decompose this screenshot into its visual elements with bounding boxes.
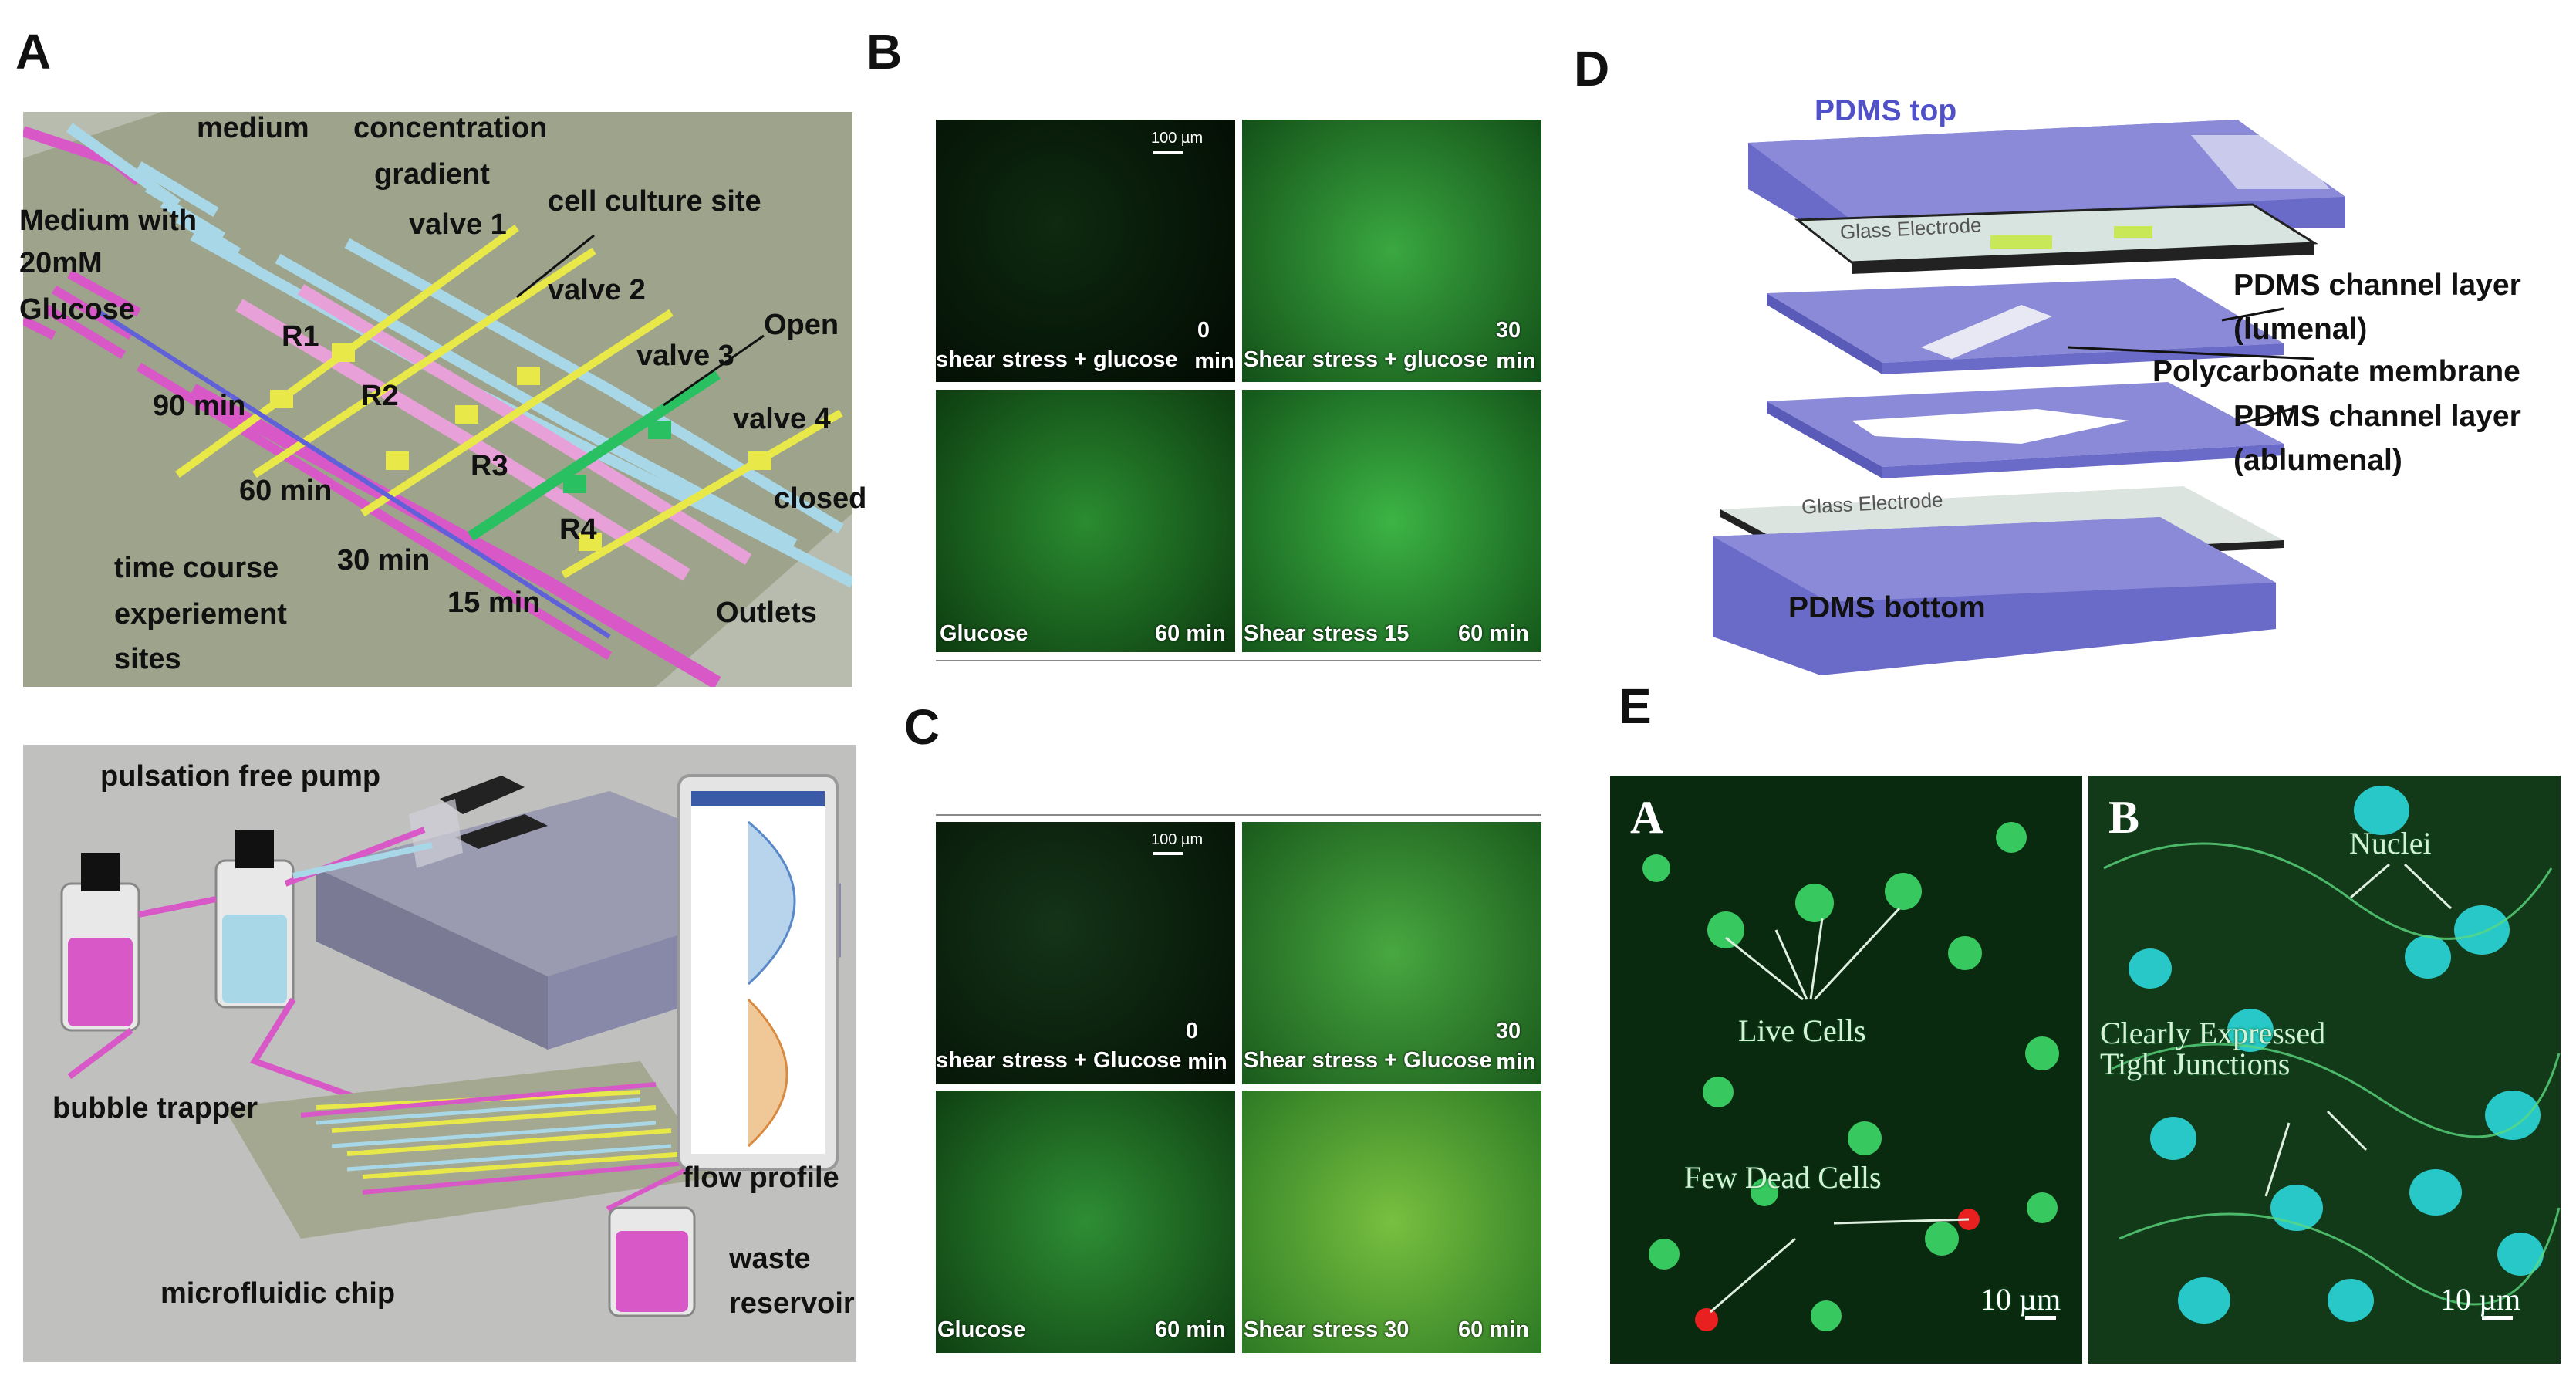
panel-c-letter: C bbox=[904, 699, 940, 755]
panel-e-letter: E bbox=[1619, 678, 1652, 734]
panel-b-letter: B bbox=[866, 24, 903, 79]
label-medium-glucose-1: Medium with bbox=[19, 205, 198, 237]
panel-b-underline bbox=[936, 660, 1541, 661]
b1-time-1: 0 bbox=[1197, 318, 1210, 343]
chip-schematic bbox=[21, 112, 856, 689]
label-open: Open bbox=[764, 309, 839, 341]
panel-e-images bbox=[1610, 776, 2561, 1364]
label-r3: R3 bbox=[471, 450, 508, 482]
scale-b-label: 100 µm bbox=[1151, 130, 1204, 147]
scale-e-b-label: 10 µm bbox=[2440, 1282, 2521, 1317]
scale-c-bar bbox=[1153, 852, 1183, 855]
e-sub-b-letter: B bbox=[2108, 792, 2140, 843]
c2-time-2: min bbox=[1496, 1050, 1536, 1074]
c2-time-1: 30 bbox=[1495, 1019, 1521, 1043]
panel-a-letter: A bbox=[15, 24, 52, 79]
label-tight-junctions-1: Clearly Expressed bbox=[2100, 1016, 2326, 1050]
label-channel-ablumenal-2: (ablumenal) bbox=[2233, 444, 2402, 477]
label-time-course-3: sites bbox=[114, 643, 181, 675]
c4-time: 60 min bbox=[1458, 1317, 1529, 1342]
c1-time-1: 0 bbox=[1185, 1019, 1199, 1043]
b2-condition: Shear stress + glucose bbox=[1244, 347, 1488, 372]
b1-condition: shear stress + glucose bbox=[936, 347, 1178, 372]
c3-condition: Glucose bbox=[937, 1317, 1026, 1342]
panel-c-grid bbox=[936, 814, 1541, 1354]
label-valve-1: valve 1 bbox=[409, 208, 507, 241]
b2-time-2: min bbox=[1496, 349, 1536, 374]
label-valve-2: valve 2 bbox=[548, 274, 646, 306]
micrograph-c3 bbox=[936, 1091, 1235, 1353]
setup-diagram bbox=[23, 745, 856, 1362]
micrograph-b2 bbox=[1242, 120, 1541, 382]
label-pdms-bottom: PDMS bottom bbox=[1788, 591, 1986, 624]
label-valve-4: valve 4 bbox=[733, 403, 831, 435]
b1-time-2: min bbox=[1194, 349, 1234, 374]
label-bubble-trapper: bubble trapper bbox=[52, 1092, 258, 1124]
b2-time-1: 30 bbox=[1495, 318, 1521, 343]
label-90-min: 90 min bbox=[153, 390, 246, 422]
label-medium-glucose-3: Glucose bbox=[19, 293, 135, 326]
fluorescence-micrographs bbox=[1610, 776, 2561, 1364]
label-channel-ablumenal-1: PDMS channel layer bbox=[2233, 400, 2521, 433]
scale-e-a-label: 10 µm bbox=[1980, 1282, 2061, 1317]
label-dead-cells: Few Dead Cells bbox=[1684, 1160, 1882, 1195]
label-medium: medium bbox=[197, 112, 309, 144]
label-pdms-top: PDMS top bbox=[1815, 94, 1957, 127]
b4-time: 60 min bbox=[1458, 621, 1529, 646]
label-membrane: Polycarbonate membrane bbox=[2152, 355, 2520, 388]
label-valve-3: valve 3 bbox=[636, 340, 734, 372]
c3-time: 60 min bbox=[1155, 1317, 1226, 1342]
panel-b-grid bbox=[936, 120, 1541, 664]
chip-diagram bbox=[21, 112, 856, 689]
micrograph-b3 bbox=[936, 390, 1235, 652]
c4-condition: Shear stress 30 bbox=[1244, 1317, 1410, 1342]
label-channel-lumenal-1: PDMS channel layer bbox=[2233, 269, 2521, 302]
c2-condition: Shear stress + Glucose bbox=[1244, 1048, 1492, 1073]
scale-c-label: 100 µm bbox=[1151, 831, 1204, 848]
label-concentration-1: concentration bbox=[353, 112, 548, 144]
b4-condition: Shear stress 15 bbox=[1244, 621, 1410, 646]
label-waste-1: waste bbox=[729, 1243, 811, 1275]
label-channel-lumenal-2: (lumenal) bbox=[2233, 313, 2368, 346]
setup-illustration bbox=[23, 745, 856, 1362]
label-tight-junctions-2: Tight Junctions bbox=[2100, 1047, 2291, 1081]
e-sub-a-letter: A bbox=[1630, 792, 1664, 843]
micrograph-c4 bbox=[1242, 1091, 1541, 1353]
panel-d-letter: D bbox=[1574, 41, 1610, 96]
label-time-course-2: experiement bbox=[114, 598, 287, 631]
label-medium-glucose-2: 20mM bbox=[19, 247, 103, 279]
label-15-min: 15 min bbox=[447, 587, 541, 619]
label-concentration-2: gradient bbox=[374, 158, 490, 191]
label-30-min: 30 min bbox=[337, 544, 430, 577]
b3-time: 60 min bbox=[1155, 621, 1226, 646]
label-r4: R4 bbox=[559, 513, 597, 546]
label-waste-2: reservoir bbox=[729, 1287, 855, 1320]
micrograph-b1 bbox=[936, 120, 1235, 382]
label-closed: closed bbox=[774, 482, 867, 515]
panel-c-topline bbox=[936, 814, 1541, 816]
label-r2: R2 bbox=[361, 380, 399, 412]
exploded-layers bbox=[1713, 120, 2345, 675]
label-flow-profile: flow profile bbox=[683, 1162, 839, 1194]
device-exploded-view bbox=[1697, 104, 2353, 675]
label-outlets: Outlets bbox=[716, 597, 817, 629]
micrograph-c1 bbox=[936, 822, 1235, 1084]
label-nuclei: Nuclei bbox=[2349, 826, 2432, 861]
micrograph-c2 bbox=[1242, 822, 1541, 1084]
scale-b-bar bbox=[1153, 151, 1183, 154]
label-microfluidic-chip: microfluidic chip bbox=[160, 1277, 396, 1310]
label-pump: pulsation free pump bbox=[100, 760, 381, 793]
label-live-cells: Live Cells bbox=[1738, 1013, 1866, 1048]
b3-condition: Glucose bbox=[940, 621, 1028, 646]
label-cell-culture-site: cell culture site bbox=[548, 185, 761, 218]
label-time-course-1: time course bbox=[114, 552, 279, 584]
label-r1: R1 bbox=[282, 320, 319, 353]
micrograph-b4 bbox=[1242, 390, 1541, 652]
c1-time-2: min bbox=[1187, 1050, 1227, 1074]
label-60-min: 60 min bbox=[239, 475, 333, 507]
c1-condition: shear stress + Glucose bbox=[936, 1048, 1182, 1073]
